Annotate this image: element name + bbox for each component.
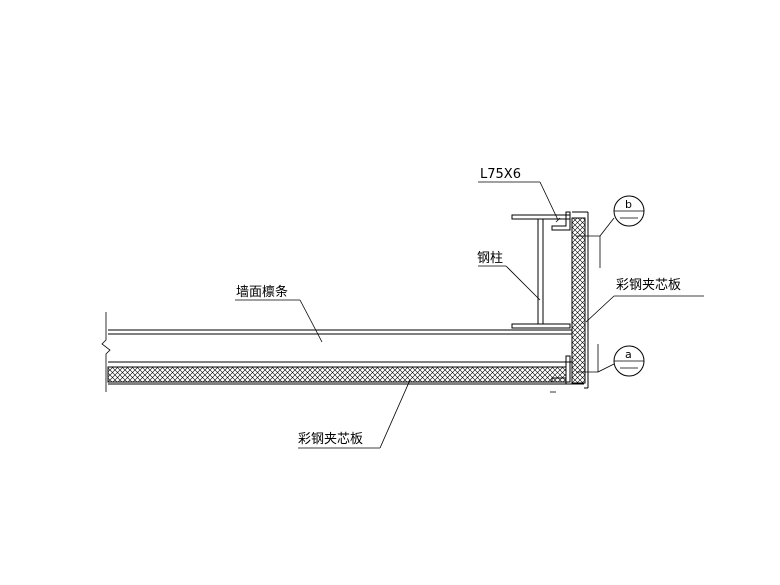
leader-column xyxy=(478,265,541,301)
leader-angle xyxy=(478,181,559,221)
steel-column xyxy=(511,214,571,329)
label-vertical-panel: 彩钢夹芯板 xyxy=(616,278,681,293)
leader-vertical-panel xyxy=(585,295,704,323)
wall-purlin xyxy=(108,329,573,363)
leader-purlin xyxy=(235,299,323,343)
horizontal-sandwich-panel xyxy=(107,366,584,385)
callout-b-label: b xyxy=(625,198,632,211)
callout-a-label: a xyxy=(625,348,632,361)
callout-a xyxy=(576,344,645,377)
label-horizontal-panel: 彩钢夹芯板 xyxy=(298,432,363,447)
label-angle: L75X6 xyxy=(480,167,521,182)
label-purlin: 墙面檩条 xyxy=(236,284,288,300)
vertical-sandwich-panel xyxy=(571,211,589,389)
callout-b xyxy=(576,195,645,268)
label-column: 钢柱 xyxy=(477,251,503,266)
break-line xyxy=(101,312,111,392)
bottom-angle xyxy=(550,355,571,393)
leader-horizontal-panel xyxy=(298,379,411,449)
